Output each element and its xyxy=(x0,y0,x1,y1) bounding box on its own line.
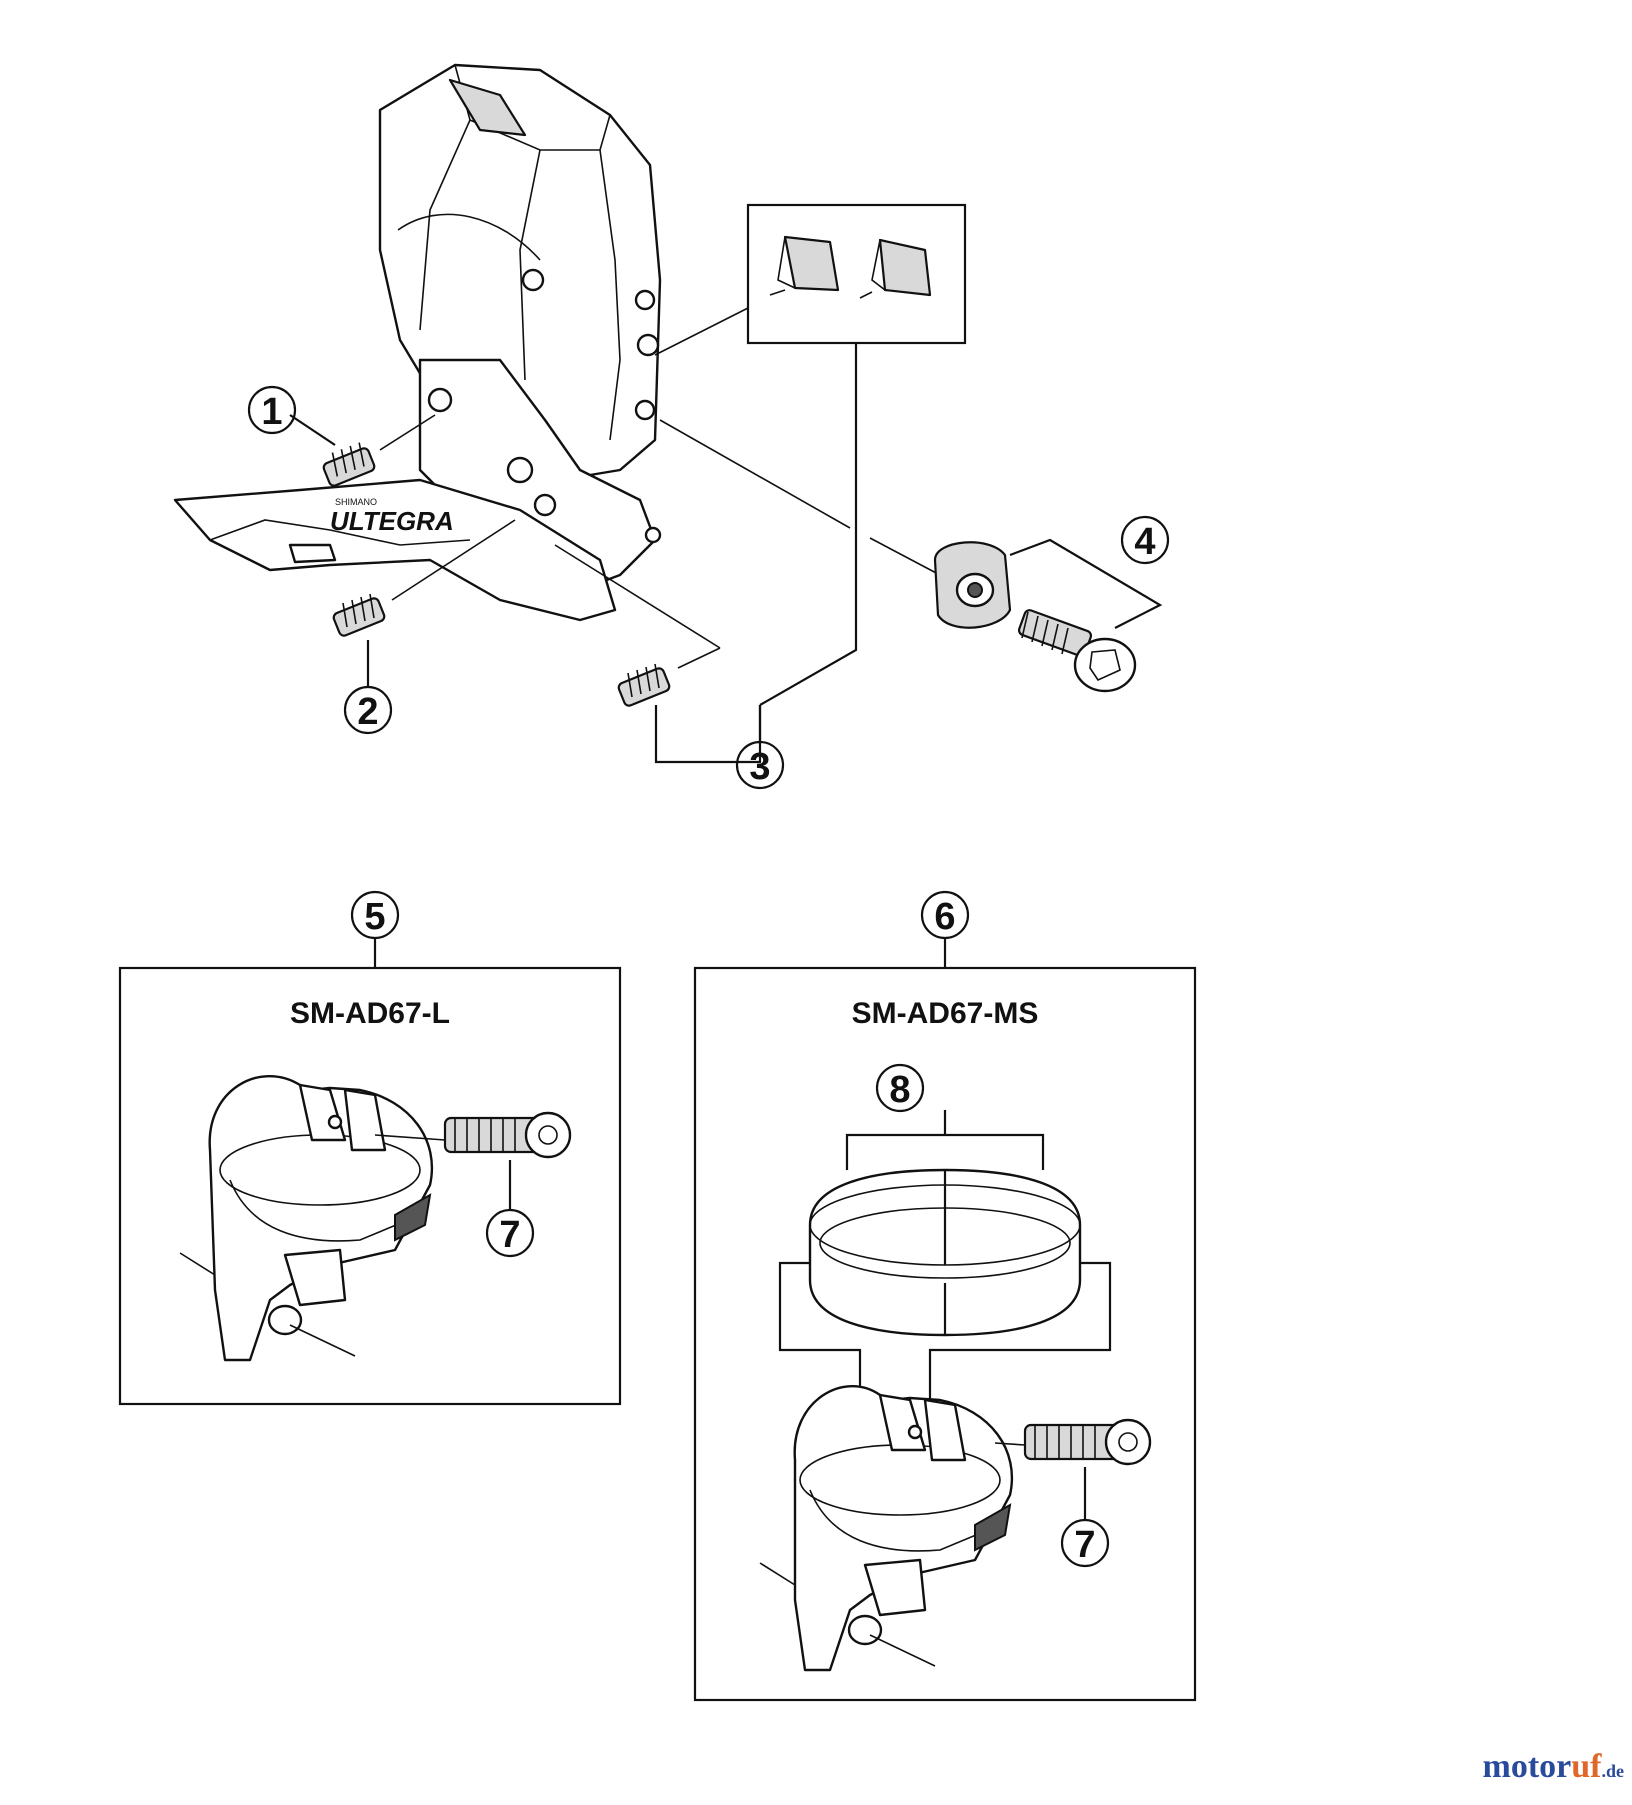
svg-text:6: 6 xyxy=(934,896,955,938)
brand-label: ULTEGRA xyxy=(330,506,454,536)
svg-text:7: 7 xyxy=(499,1214,520,1256)
callout-3: 3 xyxy=(735,740,785,790)
callout-1: 1 xyxy=(247,385,297,435)
screw-part-1 xyxy=(322,414,436,487)
callout-6: 6 xyxy=(920,890,970,940)
box-sm-ad67-l: SM-AD67-L xyxy=(118,938,622,1406)
svg-text:3: 3 xyxy=(749,746,770,788)
callout-5: 5 xyxy=(350,890,400,940)
screw-part-3 xyxy=(554,544,721,707)
box-title-left: SM-AD67-L xyxy=(290,997,450,1030)
callout-3-bracket xyxy=(654,343,858,764)
callout-7-left: 7 xyxy=(485,1208,535,1258)
svg-text:2: 2 xyxy=(357,691,378,733)
callout-4: 4 xyxy=(1120,515,1170,565)
callout-2: 2 xyxy=(343,685,393,735)
screw-part-2 xyxy=(332,519,516,637)
maker-label: SHIMANO xyxy=(335,497,377,507)
svg-text:8: 8 xyxy=(889,1069,910,1111)
svg-text:1: 1 xyxy=(261,391,282,433)
callout-7-right: 7 xyxy=(1060,1518,1110,1568)
svg-text:5: 5 xyxy=(364,896,385,938)
pads-box xyxy=(654,203,967,356)
box-title-right: SM-AD67-MS xyxy=(852,997,1039,1030)
washer-bolt-part-4 xyxy=(659,419,1163,693)
box-sm-ad67-ms: SM-AD67-MS xyxy=(693,938,1197,1702)
callout-8: 8 xyxy=(875,1063,925,1113)
front-derailleur: ULTEGRA SHIMANO xyxy=(173,63,662,622)
svg-text:4: 4 xyxy=(1134,521,1155,563)
svg-text:7: 7 xyxy=(1074,1524,1095,1566)
watermark-logo: motoruf.de xyxy=(1482,1748,1624,1785)
